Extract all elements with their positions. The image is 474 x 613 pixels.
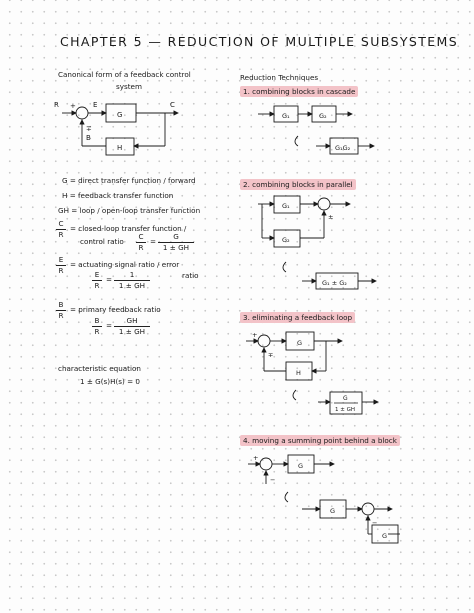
canonical-h-block [105, 137, 135, 156]
canonical-block-diagram [62, 103, 179, 156]
loop-result-block [329, 391, 363, 415]
parallel-result-label: G₁ ± G₂ [322, 279, 347, 287]
parallel-g2-label: G₂ [282, 236, 290, 244]
cascade-result-label: G₁G₂ [335, 144, 351, 152]
parallel-g1-block [273, 195, 301, 214]
loop-g-label: G [297, 339, 302, 347]
parallel-summing-junction [317, 197, 331, 211]
cr-equals: = [150, 237, 157, 246]
label-h: H [117, 144, 122, 152]
label-g: G [117, 111, 122, 119]
move-g-label-1: G [298, 462, 303, 470]
section-2-title: 2. combining blocks in parallel [240, 179, 356, 190]
def-h: H = feedback transfer function [62, 191, 174, 200]
cascade-g1-label: G₁ [282, 112, 290, 120]
def-br: = primary feedback ratio [70, 305, 161, 314]
moving-summing-point-diagram [248, 454, 400, 544]
loop-result-num: G [343, 395, 348, 402]
parallel-g1-label: G₁ [282, 202, 290, 210]
section-3-title: 3. eliminating a feedback loop [240, 312, 356, 323]
label-r: R [54, 101, 59, 109]
def-er-2: ratio [182, 271, 199, 280]
section-4-title: 4. moving a summing point behind a block [240, 435, 400, 446]
label-pm: ∓ [86, 125, 92, 133]
left-heading-line2: system [116, 82, 142, 91]
char-eq: 1 ± G(s)H(s) = 0 [80, 377, 141, 386]
move-minus-label-2: − [372, 519, 377, 527]
char-eq-heading: characteristic equation [58, 364, 141, 373]
def-g: G = direct transfer function / forward [62, 176, 196, 185]
move-summing-junction-2 [361, 502, 375, 516]
loop-result-den: 1 ± GH [335, 407, 355, 413]
left-heading: Canonical form of a feedback control [58, 70, 191, 79]
def-gh: GH = loop / open-loop transfer function [58, 206, 201, 215]
def-cr-2: control ratio [80, 237, 124, 246]
loop-pm-label: ∓ [268, 351, 273, 359]
br-equals: = [106, 321, 113, 330]
label-b: B [86, 134, 91, 142]
move-plus-label: + [253, 454, 258, 462]
def-er: = actuating signal ratio / error [70, 260, 180, 269]
parallel-pm-label: ± [328, 213, 333, 221]
label-plus: + [70, 102, 76, 110]
cascade-g2-label: G₂ [319, 112, 327, 120]
loop-summing-junction [257, 334, 271, 348]
loop-plus-label: + [252, 331, 257, 339]
loop-h-label: H [296, 369, 301, 377]
right-heading: Reduction Techniques [240, 73, 319, 82]
canonical-summing-junction [75, 106, 89, 120]
move-g-label-2: G [330, 507, 335, 515]
label-e: E [93, 101, 97, 109]
label-c: C [170, 101, 175, 109]
er-equals: = [106, 275, 113, 284]
parallel-diagram [258, 195, 377, 290]
section-1-title: 1. combining blocks in cascade [240, 86, 359, 97]
move-g-label-3: G [382, 532, 387, 540]
move-summing-junction-1 [259, 457, 273, 471]
def-cr: = closed-loop transfer function / [70, 224, 187, 233]
cascade-diagram [258, 105, 375, 155]
page-title: CHAPTER 5 — REDUCTION OF MULTIPLE SUBSYS… [60, 34, 459, 49]
parallel-g2-block [273, 229, 301, 248]
move-minus-label-1: − [270, 476, 275, 484]
feedback-elimination-diagram [246, 331, 379, 415]
